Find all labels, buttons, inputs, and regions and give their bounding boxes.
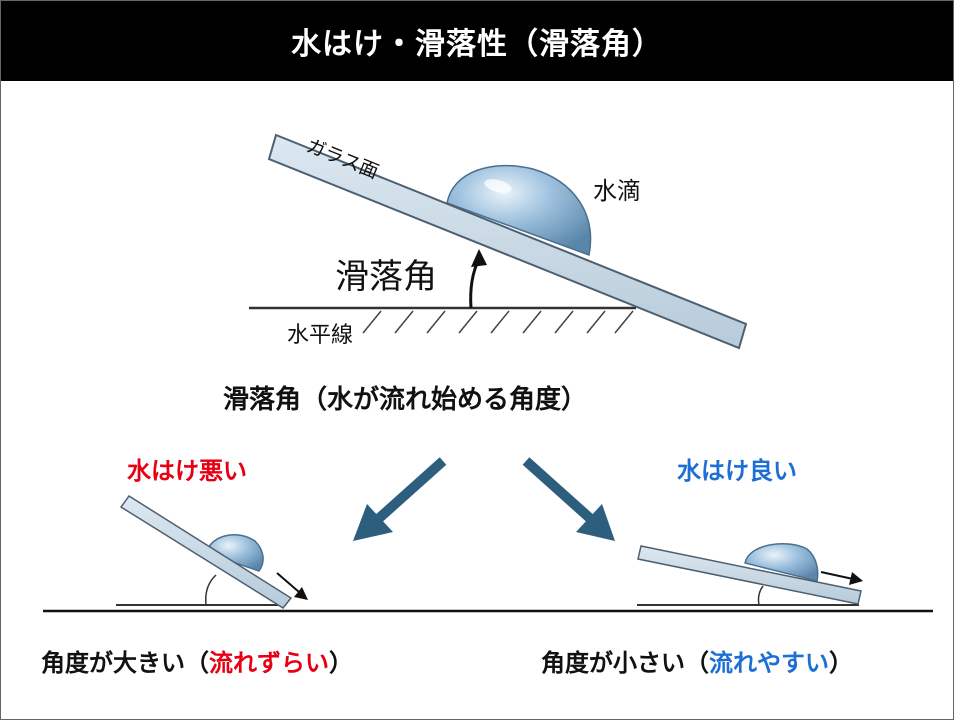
arrow-to-bad	[353, 457, 447, 541]
good-caption-suffix: ）	[829, 649, 853, 677]
bad-caption-prefix: 角度が大きい（	[41, 649, 209, 677]
droplet-highlight	[484, 179, 512, 193]
good-case-caption: 角度が小さい（流れやすい）	[541, 643, 853, 678]
water-droplet	[446, 164, 592, 257]
page-title: 水はけ・滑落性（滑落角）	[1, 1, 953, 81]
good-caption-prefix: 角度が小さい（	[541, 649, 709, 677]
arrow-to-good	[522, 457, 615, 541]
good-case-heading: 水はけ良い	[677, 457, 797, 485]
bad-caption-suffix: ）	[329, 649, 353, 677]
bad-case-diagram	[116, 494, 308, 609]
droplet-label: 水滴	[593, 177, 641, 205]
bad-caption-highlight: 流れずらい	[209, 649, 329, 677]
angle-label: 滑落角	[335, 257, 437, 297]
definition-text: 滑落角（水が流れ始める角度）	[223, 385, 588, 415]
good-caption-highlight: 流れやすい	[709, 649, 829, 677]
horizon-label: 水平線	[287, 323, 354, 348]
good-case-diagram	[637, 543, 863, 606]
bad-case-caption: 角度が大きい（流れずらい）	[41, 643, 353, 678]
bad-case-heading: 水はけ悪い	[127, 457, 247, 485]
ground-hatching	[362, 310, 634, 334]
glass-plate	[267, 133, 748, 350]
main-diagram	[249, 133, 748, 350]
angle-arrowhead	[471, 249, 487, 267]
